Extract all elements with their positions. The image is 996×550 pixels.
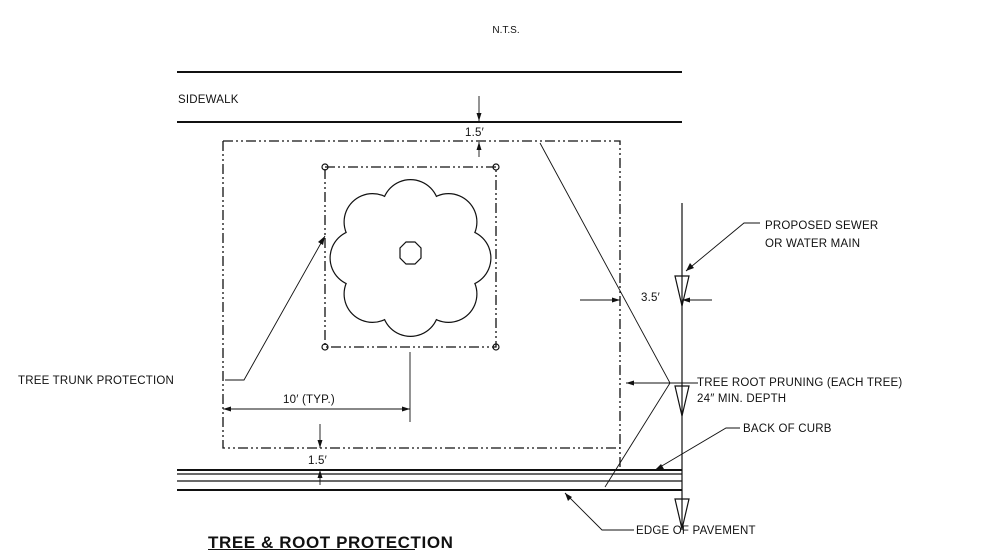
dim-top-arrow-up — [476, 142, 482, 150]
post-nw — [321, 163, 329, 171]
pavement-callout-arrow — [565, 493, 572, 501]
curb-callout-arrow — [655, 464, 664, 470]
back-of-curb-label: BACK OF CURB — [743, 423, 832, 435]
edge-of-pavement-label: EDGE OF PAVEMENT — [636, 525, 756, 537]
dim-top-arrow-down — [476, 113, 482, 121]
dim-10-arrow-left — [223, 406, 231, 412]
trunk-protection-label: TREE TRUNK PROTECTION — [18, 375, 174, 387]
dim-setback-arrow-left — [612, 297, 620, 303]
tree-canopy-icon — [329, 179, 492, 337]
scale-note: N.T.S. — [492, 25, 519, 36]
dim-top-label: 1.5′ — [465, 127, 484, 139]
main-arrow-marker-1 — [674, 275, 690, 307]
post-ne — [492, 163, 500, 171]
pruning-label-line2: 24″ MIN. DEPTH — [697, 393, 786, 405]
root-protection-zone — [222, 140, 621, 470]
main-arrow-marker-3 — [674, 498, 690, 530]
dim-bottom-label: 1.5′ — [308, 455, 327, 467]
main-label-line2: OR WATER MAIN — [765, 238, 860, 250]
pruning-leader-bottom — [604, 382, 671, 488]
dim-10-arrow-right — [402, 406, 410, 412]
main-label-line1: PROPOSED SEWER — [765, 220, 878, 232]
curb-callout-leader — [654, 427, 740, 471]
post-se — [492, 343, 500, 351]
trunk-callout-leader — [225, 235, 326, 381]
main-callout-arrow — [686, 263, 694, 271]
sidewalk-label: SIDEWALK — [178, 94, 239, 106]
main-callout-leader — [685, 222, 760, 272]
main-arrow-marker-2 — [674, 385, 690, 417]
trunk-protection-box — [324, 166, 497, 348]
dim-setback-arrow-right — [682, 297, 690, 303]
detail-title: TREE & ROOT PROTECTION — [208, 533, 454, 550]
pruning-leader-top — [539, 142, 671, 384]
pavement-callout-leader — [564, 492, 634, 531]
tree-trunk-icon — [399, 241, 422, 265]
dim-setback-label: 3.5′ — [641, 292, 660, 304]
trunk-callout-arrow — [318, 236, 325, 245]
dim-bottom-arrow-down — [317, 440, 323, 448]
pruning-arrow-zone — [626, 380, 634, 386]
dim-10-label: 10′ (TYP.) — [283, 394, 335, 406]
pruning-label-line1: TREE ROOT PRUNING (EACH TREE) — [697, 377, 902, 389]
post-sw — [321, 343, 329, 351]
